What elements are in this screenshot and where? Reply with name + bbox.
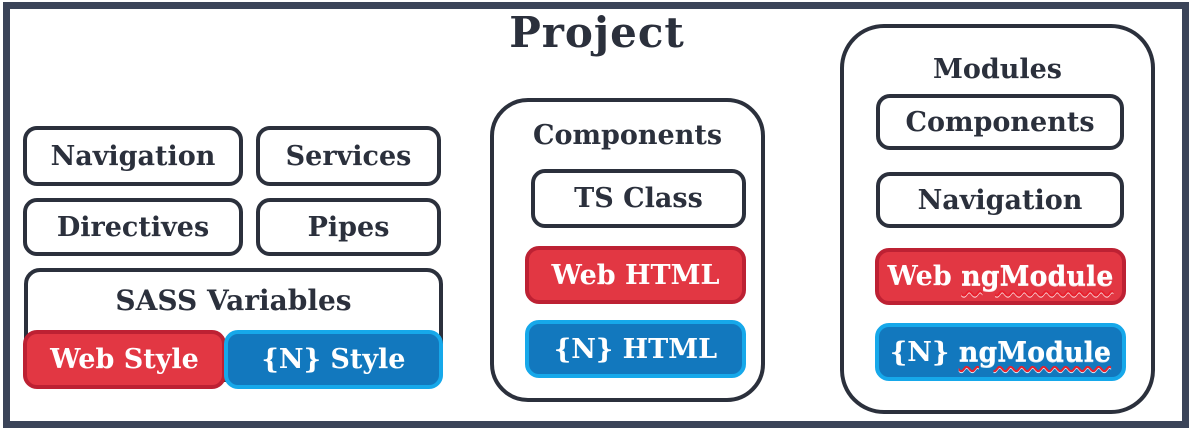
n-style-button: {N} Style xyxy=(224,330,443,389)
n-html-button: {N} HTML xyxy=(525,320,746,378)
n-ngmodule-button: {N} ngModule xyxy=(875,323,1126,381)
page-title: Project xyxy=(509,8,685,57)
node-services: Services xyxy=(256,126,441,186)
sass-variables-title: SASS Variables xyxy=(115,284,352,317)
modules-container: Modules Components Navigation Web ngModu… xyxy=(840,24,1155,414)
modules-title: Modules xyxy=(932,54,1063,85)
web-style-button: Web Style xyxy=(23,330,226,389)
web-ngmodule-misspelled-word: ngModule xyxy=(961,261,1114,292)
node-modules-components: Components xyxy=(876,94,1124,150)
node-ts-class: TS Class xyxy=(531,169,746,228)
web-ngmodule-button: Web ngModule xyxy=(875,248,1126,305)
node-directives: Directives xyxy=(23,198,243,256)
web-html-button: Web HTML xyxy=(525,246,746,304)
node-pipes: Pipes xyxy=(256,198,441,256)
node-modules-navigation: Navigation xyxy=(876,172,1124,228)
n-ngmodule-misspelled-word: ngModule xyxy=(958,336,1112,368)
components-container: Components TS Class Web HTML {N} HTML xyxy=(490,98,765,402)
node-navigation: Navigation xyxy=(23,126,243,186)
web-ngmodule-prefix: Web xyxy=(887,261,962,292)
n-ngmodule-prefix: {N} xyxy=(889,336,959,368)
components-title: Components xyxy=(532,120,723,151)
